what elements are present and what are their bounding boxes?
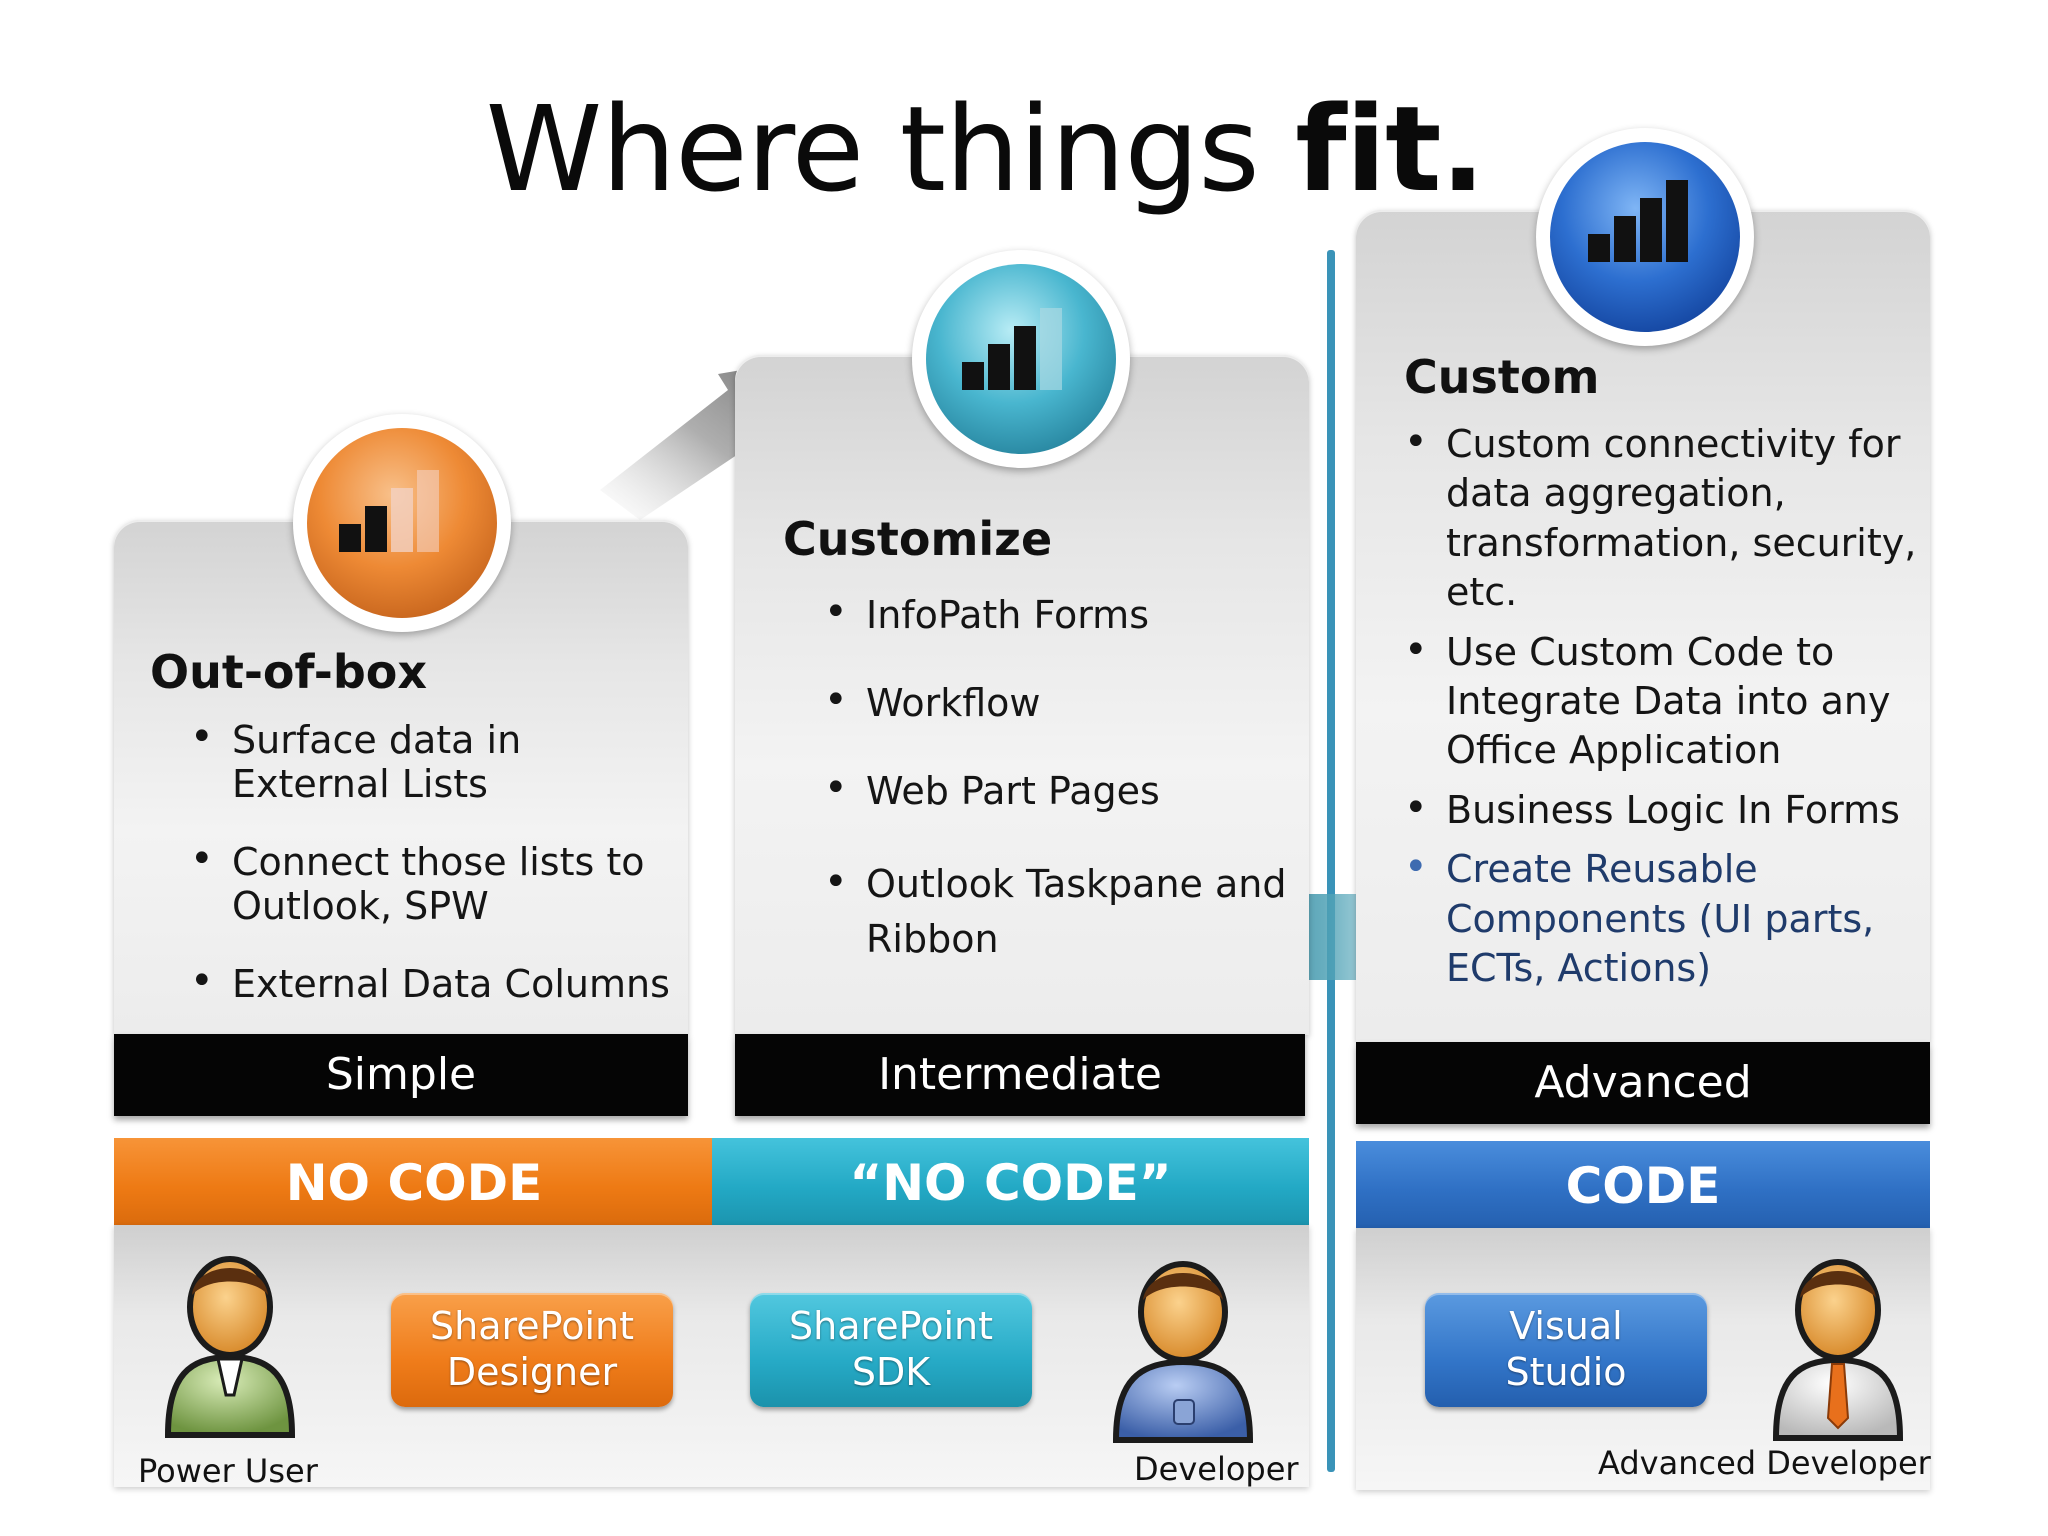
quoted-no-code-bar: “NO CODE”: [712, 1138, 1309, 1228]
no-code-tools-panel: [114, 1225, 1309, 1487]
list-item: Use Custom Code to Integrate Data into a…: [1404, 624, 1924, 776]
title-main: Where things: [485, 80, 1260, 218]
list-item: Connect those lists to Outlook, SPW: [190, 836, 680, 928]
power-user-person-icon: [164, 1256, 296, 1438]
sharepoint-sdk-button[interactable]: SharePoint SDK: [750, 1293, 1032, 1407]
customize-heading: Customize: [783, 512, 1053, 566]
list-item: Outlook Taskpane and Ribbon: [824, 853, 1294, 967]
list-item: Business Logic In Forms: [1404, 782, 1924, 835]
list-item: Create Reusable Components (UI parts, EC…: [1404, 841, 1924, 993]
tool-label-line: Designer: [446, 1350, 618, 1394]
level-intermediate: Intermediate: [735, 1034, 1305, 1116]
list-item: InfoPath Forms: [824, 589, 1294, 637]
customize-orb-icon: [912, 250, 1130, 468]
out-of-box-bullets: Surface data in External Lists Connect t…: [190, 714, 680, 1006]
advanced-developer-person-icon: [1772, 1259, 1904, 1441]
list-item: External Data Columns: [190, 958, 680, 1006]
signal-bars-icon: [339, 470, 439, 552]
out-of-box-orb-icon: [293, 414, 511, 632]
list-item: Custom connectivity for data aggregation…: [1404, 416, 1924, 618]
customize-bullets: InfoPath Forms Workflow Web Part Pages O…: [824, 589, 1294, 967]
developer-person-icon: [1112, 1261, 1254, 1443]
section-divider: [1327, 250, 1335, 1472]
sharepoint-designer-button[interactable]: SharePoint Designer: [391, 1293, 673, 1407]
custom-orb-icon: [1536, 128, 1754, 346]
list-item: Surface data in External Lists: [190, 714, 680, 806]
power-user-label: Power User: [138, 1452, 318, 1490]
list-item: Workflow: [824, 677, 1294, 725]
code-bar: CODE: [1356, 1141, 1930, 1231]
tool-label-line: SharePoint: [429, 1304, 634, 1348]
developer-label: Developer: [1134, 1450, 1299, 1488]
visual-studio-button[interactable]: Visual Studio: [1425, 1293, 1707, 1407]
page-title: Where things fit.: [0, 80, 1970, 218]
signal-bars-icon: [962, 308, 1062, 390]
custom-heading: Custom: [1404, 350, 1600, 404]
no-code-bar: NO CODE: [114, 1138, 714, 1228]
custom-bullets: Custom connectivity for data aggregation…: [1404, 416, 1924, 993]
signal-bars-icon: [1588, 180, 1688, 262]
tool-label-line: SDK: [851, 1350, 931, 1394]
level-simple: Simple: [114, 1034, 688, 1116]
tool-label-line: Visual: [1509, 1304, 1623, 1348]
tool-label-line: SharePoint: [788, 1304, 993, 1348]
out-of-box-heading: Out-of-box: [150, 645, 428, 699]
title-emphasis: fit.: [1295, 80, 1485, 218]
tool-label-line: Studio: [1505, 1350, 1627, 1394]
advanced-developer-label: Advanced Developer: [1598, 1444, 1931, 1482]
level-advanced: Advanced: [1356, 1042, 1930, 1124]
list-item: Web Part Pages: [824, 765, 1294, 813]
